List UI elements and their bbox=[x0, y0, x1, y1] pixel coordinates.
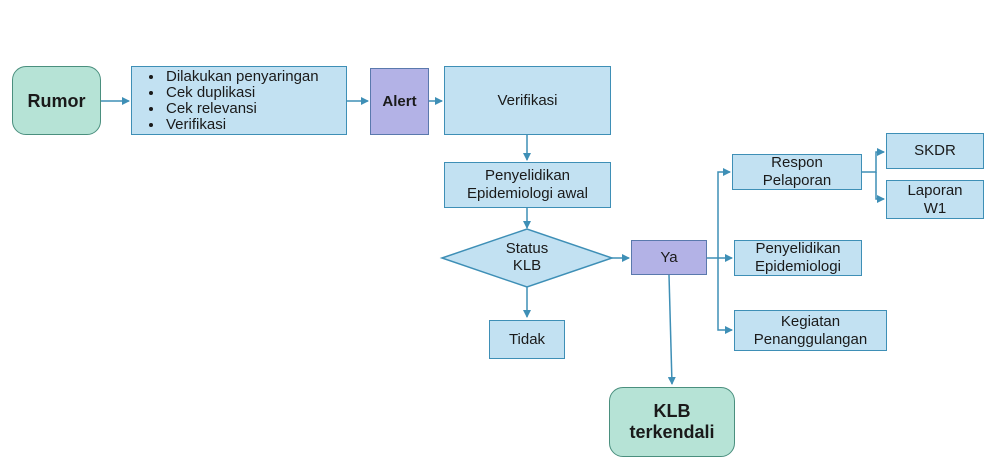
arrow-ya-to-klb-terkendali bbox=[667, 274, 676, 385]
penyelidikan-epidemiologi-node: Penyelidikan Epidemiologi bbox=[734, 240, 862, 276]
penyelidikan-epidemiologi-label: Penyelidikan Epidemiologi bbox=[755, 240, 841, 275]
filter-steps-list: Dilakukan penyaringan Cek duplikasi Cek … bbox=[142, 68, 319, 133]
respon-pelaporan-node: Respon Pelaporan bbox=[732, 154, 862, 190]
tidak-node: Tidak bbox=[489, 320, 565, 359]
alert-label: Alert bbox=[382, 92, 417, 110]
status-klb-diamond bbox=[439, 228, 615, 288]
status-klb-label: Status KLB bbox=[505, 240, 549, 274]
tidak-label: Tidak bbox=[508, 330, 546, 348]
laporan-w1-label: Laporan W1 bbox=[907, 181, 963, 217]
verifikasi-label: Verifikasi bbox=[497, 91, 558, 109]
respon-pelaporan-label: Respon Pelaporan bbox=[762, 154, 832, 189]
arrow-ya-to-kegiatan bbox=[717, 258, 733, 334]
klb-terkendali-node: KLB terkendali bbox=[609, 387, 735, 457]
verifikasi-node: Verifikasi bbox=[444, 66, 611, 135]
filter-step: Dilakukan penyaringan bbox=[164, 68, 319, 85]
filter-step: Verifikasi bbox=[164, 116, 319, 133]
arrow-respon-to-laporan bbox=[875, 172, 885, 203]
penyelidikan-awal-node: Penyelidikan Epidemiologi awal bbox=[444, 162, 611, 208]
laporan-w1-node: Laporan W1 bbox=[886, 180, 984, 219]
ya-label: Ya bbox=[660, 248, 678, 266]
filter-step: Cek duplikasi bbox=[164, 84, 319, 101]
filter-step: Cek relevansi bbox=[164, 100, 319, 117]
kegiatan-penanggulangan-label: Kegiatan Penanggulangan bbox=[753, 312, 868, 348]
rumor-node: Rumor bbox=[12, 66, 101, 135]
branch-respon bbox=[862, 148, 885, 173]
rumor-label: Rumor bbox=[27, 90, 86, 111]
klb-terkendali-label: KLB terkendali bbox=[629, 401, 715, 442]
kegiatan-penanggulangan-node: Kegiatan Penanggulangan bbox=[734, 310, 887, 351]
branch-ya bbox=[707, 168, 731, 259]
alert-node: Alert bbox=[370, 68, 429, 135]
skdr-node: SKDR bbox=[886, 133, 984, 169]
ya-node: Ya bbox=[631, 240, 707, 275]
filter-steps-box: Dilakukan penyaringan Cek duplikasi Cek … bbox=[131, 66, 347, 135]
penyelidikan-awal-label: Penyelidikan Epidemiologi awal bbox=[467, 167, 588, 202]
skdr-label: SKDR bbox=[914, 142, 956, 159]
